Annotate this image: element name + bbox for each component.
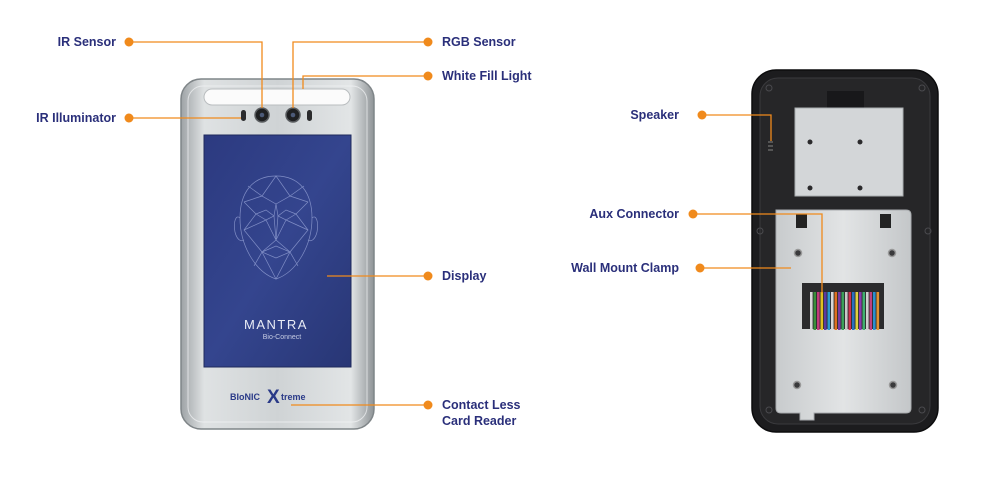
label-contact-less-card-reader: Contact Less Card Reader [442, 397, 521, 429]
label-contact-less-line1: Contact Less [442, 398, 521, 412]
leader-dots [124, 37, 707, 410]
aux-wire [834, 292, 838, 330]
front-device: MANTRA Bio-Connect BIoNIC X treme [180, 78, 375, 430]
aux-wire [841, 292, 845, 330]
label-ir-sensor: IR Sensor [57, 35, 116, 49]
label-wall-mount-clamp: Wall Mount Clamp [571, 261, 679, 275]
aux-wire [817, 292, 820, 330]
aux-wire [838, 292, 841, 330]
face-wireframe-icon [234, 175, 318, 280]
series-logo: BIoNIC X treme [230, 387, 306, 408]
svg-text:X: X [267, 387, 280, 408]
aux-wire [820, 292, 824, 330]
aux-wire [810, 292, 813, 330]
label-white-fill-light: White Fill Light [442, 69, 532, 83]
display-screen [203, 134, 352, 368]
aux-wire [848, 292, 852, 330]
aux-wire [873, 292, 876, 330]
aux-wire [845, 292, 848, 330]
label-display: Display [442, 269, 487, 283]
brand-logo: MANTRA [244, 317, 308, 332]
aux-wire [876, 292, 880, 330]
label-rgb-sensor: RGB Sensor [442, 35, 516, 49]
label-ir-illuminator: IR Illuminator [36, 111, 116, 125]
product-name: Bio-Connect [263, 334, 302, 341]
svg-text:treme: treme [281, 392, 306, 402]
label-contact-less-line2: Card Reader [442, 414, 517, 428]
leader-lines [129, 41, 823, 406]
aux-wire [862, 292, 866, 330]
speaker-grille [768, 141, 773, 151]
front-frame-inner [187, 85, 368, 423]
aux-wire [824, 292, 827, 330]
aux-wire [827, 292, 831, 330]
ir-illuminator-left [241, 110, 246, 121]
white-fill-light-bar [203, 88, 351, 106]
aux-wire [869, 292, 873, 330]
upper-plate [794, 107, 904, 197]
label-aux-connector: Aux Connector [589, 207, 679, 221]
svg-text:BIoNIC: BIoNIC [230, 392, 260, 402]
aux-wire [866, 292, 869, 330]
aux-wire [859, 292, 862, 330]
aux-wire [852, 292, 855, 330]
back-device [751, 69, 939, 433]
aux-connector-wires [810, 292, 880, 330]
aux-wire [831, 292, 834, 330]
aux-wire [813, 292, 817, 330]
aux-wire [855, 292, 859, 330]
ir-illuminator-right [307, 110, 312, 121]
label-speaker: Speaker [630, 108, 679, 122]
